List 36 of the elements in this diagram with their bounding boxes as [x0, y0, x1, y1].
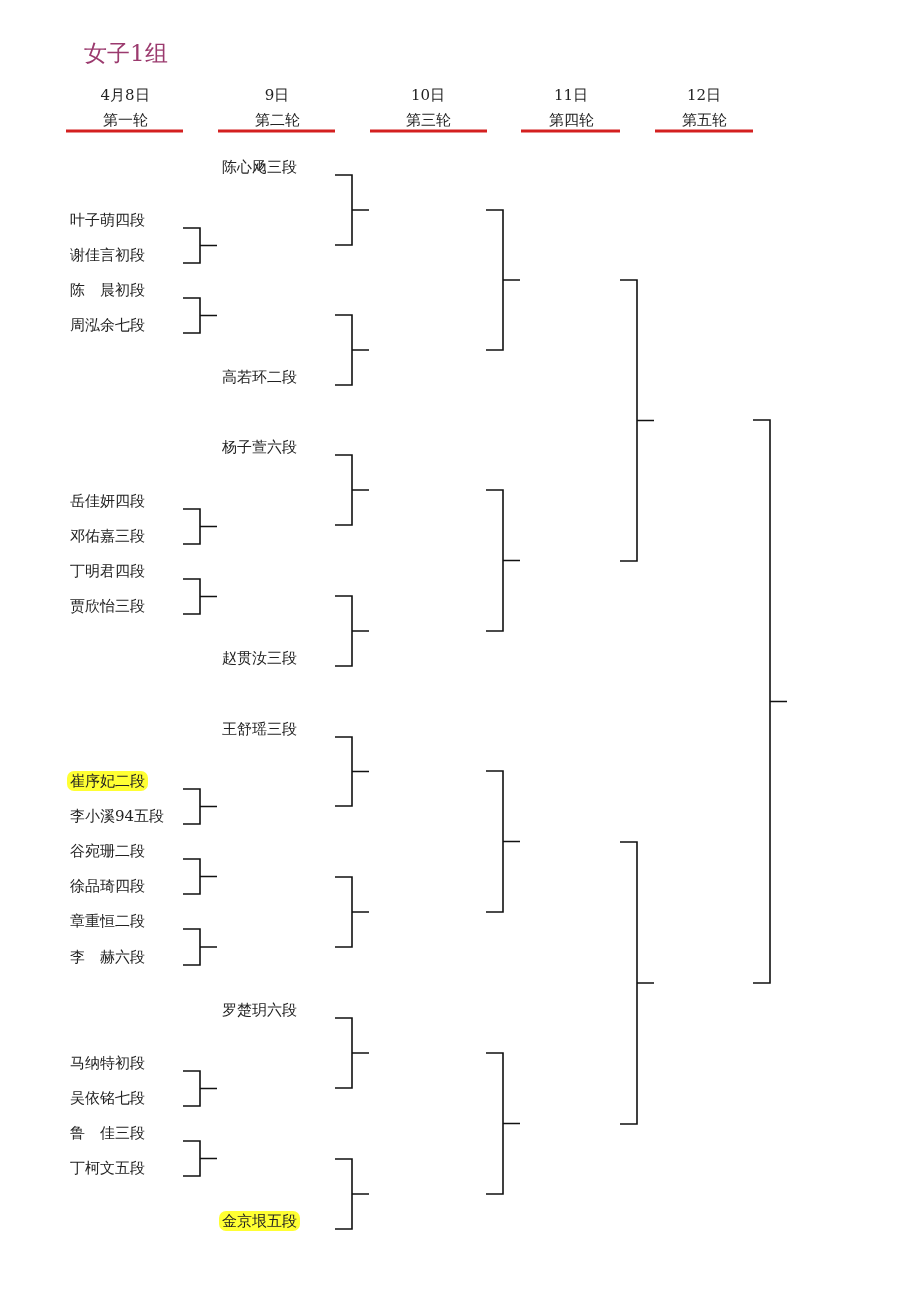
round-header: 第三轮 [405, 110, 451, 130]
round-header: 第五轮 [681, 110, 727, 130]
player-name: 鲁 佳三段 [70, 1123, 145, 1143]
player-name: 高若环二段 [222, 367, 297, 387]
player-name: 邓佑嘉三段 [70, 526, 145, 546]
player-name: 王舒瑶三段 [222, 719, 297, 739]
player-name: 赵贯汝三段 [222, 648, 297, 668]
player-name: 吴依铭七段 [70, 1088, 145, 1108]
round-header: 第一轮 [102, 110, 148, 130]
player-name: 丁明君四段 [70, 561, 145, 581]
highlighted-player-name: 崔序妃二段 [67, 771, 148, 791]
player-name: 谢佳言初段 [70, 245, 145, 265]
date-header: 11日 [553, 85, 589, 105]
player-name: 李 赫六段 [70, 947, 145, 967]
player-name: 岳佳妍四段 [70, 491, 145, 511]
player-name: 杨子萱六段 [222, 437, 297, 457]
round-header: 第四轮 [548, 110, 594, 130]
player-name: 叶子萌四段 [70, 210, 145, 230]
player-name: 罗楚玥六段 [222, 1000, 297, 1020]
player-name: 李小溪94五段 [70, 806, 165, 826]
player-name: 徐品琦四段 [70, 876, 145, 896]
player-name: 陈心飏三段 [222, 157, 297, 177]
highlighted-player-name: 金京垠五段 [219, 1211, 300, 1231]
player-name: 谷宛珊二段 [70, 841, 145, 861]
round-header: 第二轮 [254, 110, 300, 130]
date-header: 9日 [264, 85, 290, 105]
player-name: 丁柯文五段 [70, 1158, 145, 1178]
title: 女子1组 [84, 39, 168, 68]
date-header: 10日 [410, 85, 446, 105]
player-name: 章重恒二段 [70, 911, 145, 931]
date-header: 12日 [686, 85, 722, 105]
player-name: 陈 晨初段 [70, 280, 145, 300]
player-name: 贾欣怡三段 [70, 596, 145, 616]
player-name: 周泓余七段 [70, 315, 145, 335]
player-name: 马纳特初段 [70, 1053, 145, 1073]
date-header: 4月8日 [100, 85, 150, 105]
